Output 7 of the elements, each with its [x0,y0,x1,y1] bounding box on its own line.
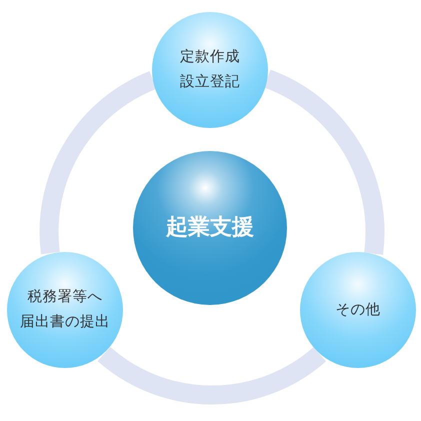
connector-arc [263,70,384,254]
connector-arc [40,71,157,254]
node-label: 税務署等へ届出書の提出 [18,288,111,332]
node-label: 定款作成設立登記 [179,48,241,92]
connector-arc [98,346,326,404]
node-label: その他 [334,300,382,320]
node-label: 起業支援 [164,214,255,242]
